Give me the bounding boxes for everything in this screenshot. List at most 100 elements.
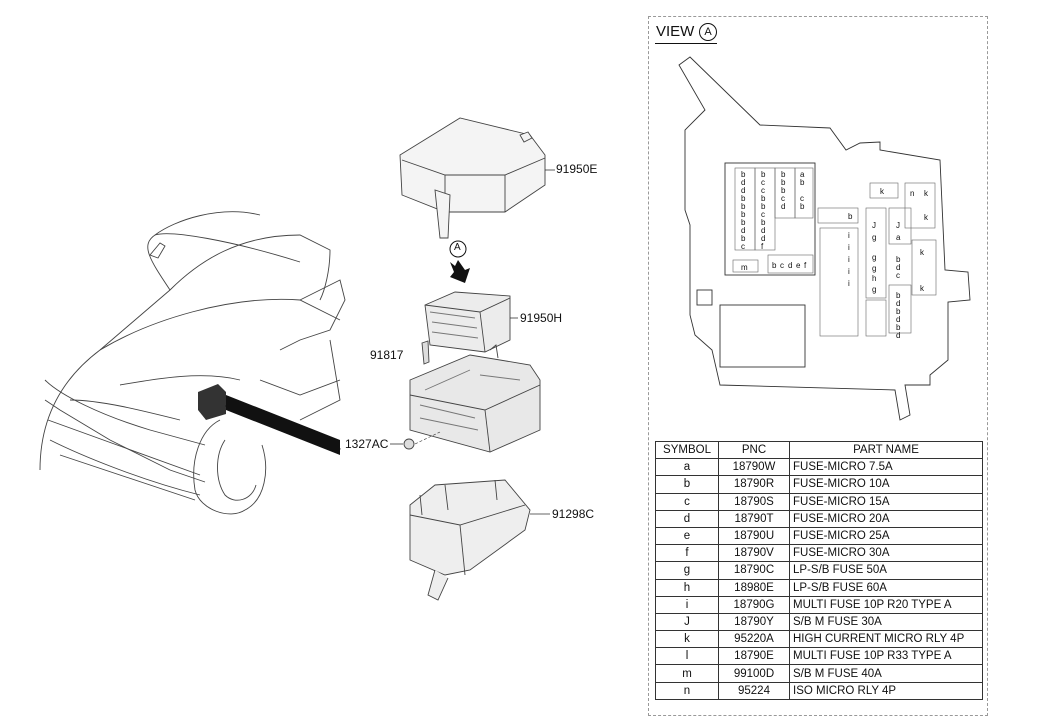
svg-text:c: c <box>741 242 745 251</box>
svg-text:d: d <box>761 226 765 235</box>
svg-text:b: b <box>741 194 746 203</box>
svg-text:b: b <box>741 210 746 219</box>
cell-symbol: f <box>655 544 719 563</box>
svg-text:g: g <box>872 253 876 262</box>
cell-pnc: 95220A <box>718 630 790 649</box>
cell-symbol: i <box>655 595 719 614</box>
svg-text:i: i <box>848 243 850 252</box>
svg-text:k: k <box>920 284 925 293</box>
svg-text:J: J <box>872 221 876 230</box>
svg-text:b: b <box>781 170 786 179</box>
cell-pnc: 18790E <box>718 647 790 666</box>
svg-text:b: b <box>761 194 766 203</box>
callout-91817: 91817 <box>370 348 404 362</box>
cell-symbol: n <box>655 681 719 700</box>
svg-text:n: n <box>910 189 914 198</box>
cell-pnc: 18790W <box>718 458 790 477</box>
view-circle-label: A <box>699 23 717 41</box>
cell-pnc: 18790R <box>718 475 790 494</box>
svg-text:d: d <box>781 202 785 211</box>
cell-symbol: k <box>655 630 719 649</box>
svg-text:d: d <box>741 186 745 195</box>
car-outline <box>39 211 346 515</box>
cell-pnc: 18790T <box>718 509 790 528</box>
svg-text:k: k <box>924 189 929 198</box>
view-a-panel <box>648 16 988 716</box>
svg-text:g: g <box>872 285 876 294</box>
fuse-box-main <box>409 344 541 453</box>
svg-text:m: m <box>741 263 748 272</box>
cell-name: ISO MICRO RLY 4P <box>789 681 983 700</box>
cover-91950E <box>399 117 546 239</box>
lower-case-91298C <box>409 479 531 601</box>
cell-name: S/B M FUSE 30A <box>789 612 983 632</box>
cell-pnc: 18790C <box>718 561 790 580</box>
svg-text:i: i <box>848 231 850 240</box>
cell-pnc: 99100D <box>718 664 790 683</box>
cell-pnc: 18790G <box>718 595 790 614</box>
callout-91298C: 91298C <box>552 507 595 521</box>
svg-text:b: b <box>772 261 777 270</box>
svg-text:k: k <box>924 213 929 222</box>
cell-name: MULTI FUSE 10P R20 TYPE A <box>789 595 983 614</box>
svg-text:i: i <box>848 255 850 264</box>
arrow-down <box>450 260 470 283</box>
cell-symbol: h <box>655 578 719 597</box>
cell-pnc: 18790S <box>718 492 790 511</box>
svg-text:b: b <box>741 234 746 243</box>
svg-text:d: d <box>788 261 792 270</box>
cell-symbol: m <box>655 664 719 683</box>
cell-name: FUSE-MICRO 20A <box>789 509 983 528</box>
fuse-layout-outline <box>678 56 971 421</box>
cell-symbol: c <box>655 492 719 511</box>
svg-text:h: h <box>872 274 876 283</box>
cell-symbol: d <box>655 509 719 528</box>
car-fusebox-location <box>198 384 341 455</box>
callout-circle-a: A <box>454 242 461 253</box>
view-title-underline <box>655 43 717 44</box>
cell-symbol: l <box>655 647 719 666</box>
svg-text:b: b <box>781 186 786 195</box>
svg-text:b: b <box>761 170 766 179</box>
svg-text:b: b <box>848 212 853 221</box>
svg-text:b: b <box>800 202 805 211</box>
svg-text:c: c <box>761 178 765 187</box>
svg-text:b: b <box>761 202 766 211</box>
svg-text:f: f <box>761 242 764 251</box>
svg-text:f: f <box>804 261 807 270</box>
svg-text:a: a <box>800 170 805 179</box>
cell-name: FUSE-MICRO 30A <box>789 544 983 563</box>
cell-symbol: a <box>655 458 719 477</box>
svg-text:i: i <box>848 267 850 276</box>
svg-text:k: k <box>920 248 925 257</box>
cell-name: S/B M FUSE 40A <box>789 664 983 683</box>
svg-text:b: b <box>761 218 766 227</box>
callout-1327AC: 1327AC <box>345 437 389 451</box>
cell-symbol: J <box>655 612 719 632</box>
svg-text:b: b <box>896 323 901 332</box>
svg-text:i: i <box>848 279 850 288</box>
view-a-marker <box>449 240 467 258</box>
cell-symbol: g <box>655 561 719 580</box>
cell-name: FUSE-MICRO 15A <box>789 492 983 511</box>
svg-text:k: k <box>880 187 885 196</box>
svg-text:e: e <box>796 261 801 270</box>
cell-pnc: 18980E <box>718 578 790 597</box>
svg-text:c: c <box>781 194 785 203</box>
svg-text:c: c <box>800 194 804 203</box>
svg-text:b: b <box>741 170 746 179</box>
svg-text:c: c <box>896 271 900 280</box>
cell-name: LP-S/B FUSE 60A <box>789 578 983 597</box>
nut-1327AC <box>390 431 441 450</box>
cell-name: MULTI FUSE 10P R33 TYPE A <box>789 647 983 666</box>
